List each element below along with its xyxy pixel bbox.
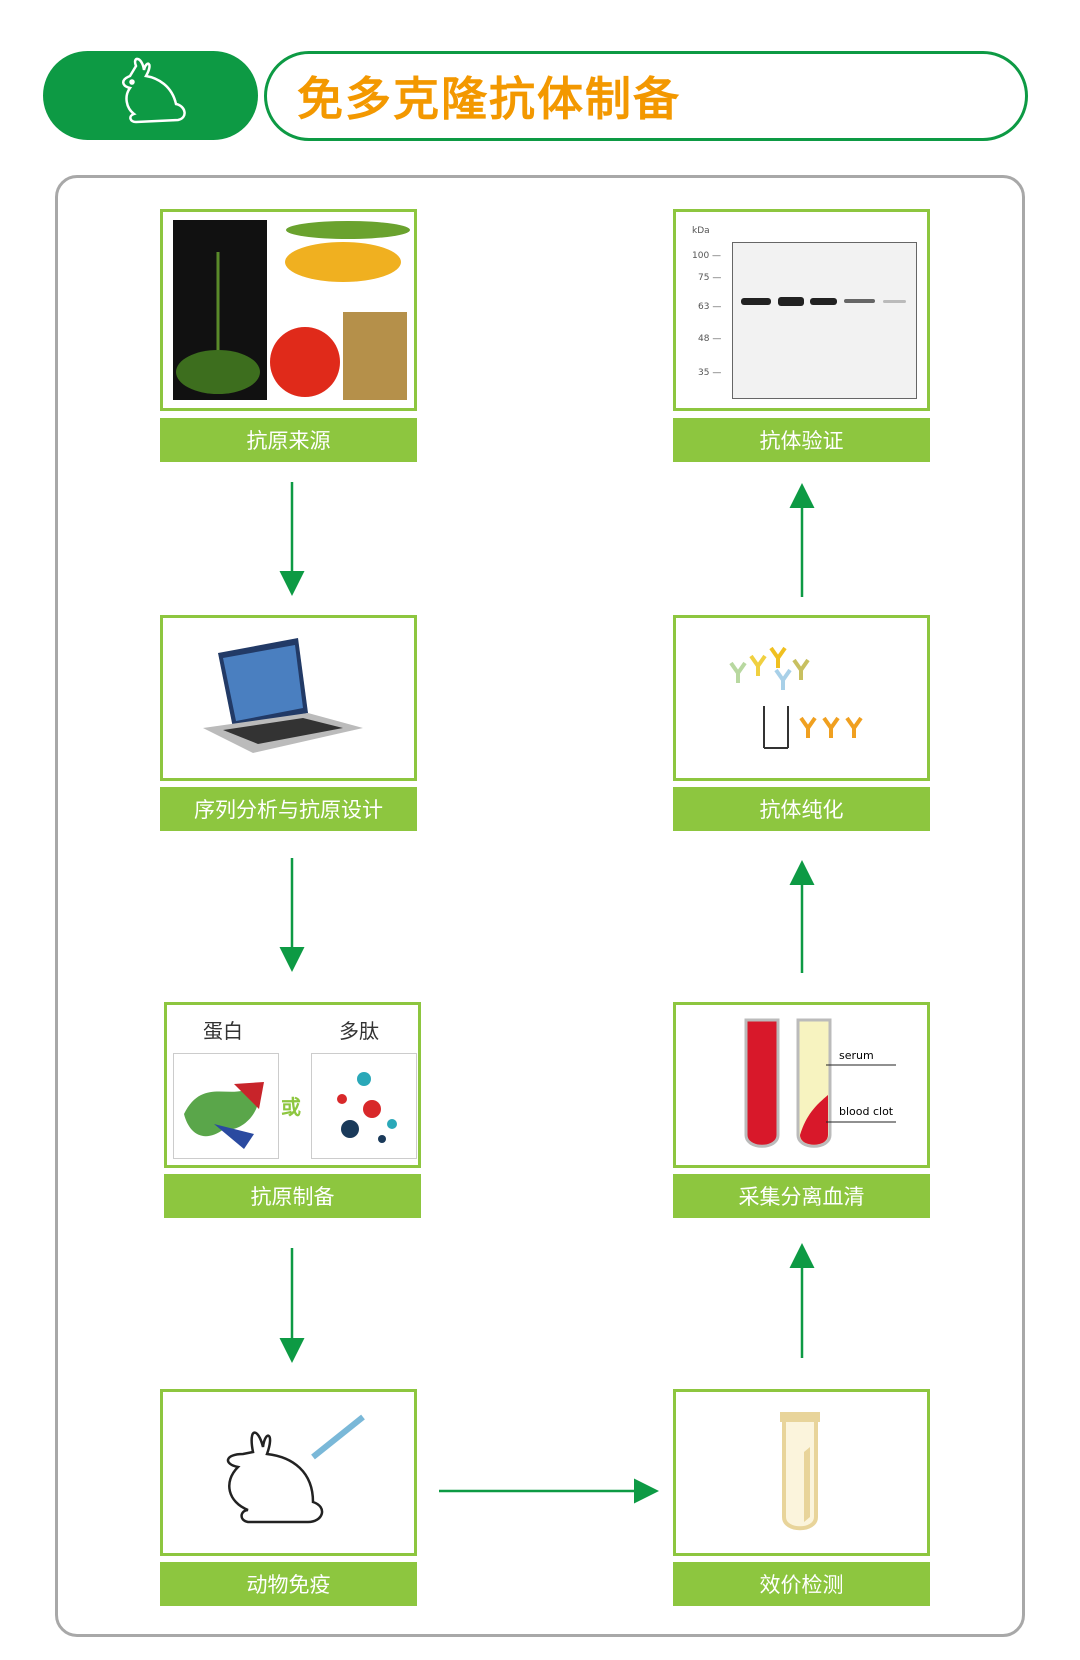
header-icon-pill — [43, 51, 258, 140]
rabbit-icon — [121, 57, 186, 123]
peptide-label: 多肽 — [339, 1019, 379, 1043]
blot-membrane — [732, 242, 917, 399]
marker-63: 63 — — [698, 302, 722, 312]
page-title: 免多克隆抗体制备 — [297, 72, 681, 126]
laptop-icon — [203, 638, 363, 753]
serum-separation-image: serum blood clot — [673, 1002, 930, 1168]
antibody-icon — [729, 646, 863, 749]
serum-label: serum — [839, 1049, 874, 1062]
sequence-analysis-image — [160, 615, 417, 781]
antigen-source-image — [160, 209, 417, 411]
peptide-molecule-image — [311, 1053, 417, 1159]
step-label-titer-test: 效价检测 — [673, 1562, 930, 1606]
marker-100: 100 — — [692, 251, 722, 261]
step-label-antigen-source: 抗原来源 — [160, 418, 417, 462]
step-label-sequence-design: 序列分析与抗原设计 — [160, 787, 417, 831]
titer-test-image — [673, 1389, 930, 1556]
marker-35: 35 — — [698, 368, 722, 378]
step-label-antibody-validation: 抗体验证 — [673, 418, 930, 462]
flow-frame — [55, 175, 1025, 1637]
title-banner: 免多克隆抗体制备 — [264, 51, 1028, 141]
or-label: 或 — [281, 1095, 301, 1119]
immunization-image — [160, 1389, 417, 1556]
blood-tubes-icon — [744, 1018, 896, 1148]
step-label-antigen-prep: 抗原制备 — [164, 1174, 421, 1218]
step-label-serum-separation: 采集分离血清 — [673, 1174, 930, 1218]
step-label-antibody-purification: 抗体纯化 — [673, 787, 930, 831]
protein-structure-image — [173, 1053, 279, 1159]
rabbit-syringe-icon — [226, 1414, 365, 1524]
test-tube-icon — [780, 1412, 820, 1531]
blood-clot-label: blood clot — [839, 1105, 894, 1118]
western-blot-image: kDa 100 — 75 — 63 — 48 — 35 — — [673, 209, 930, 411]
marker-48: 48 — — [698, 334, 722, 344]
kda-label: kDa — [692, 226, 710, 236]
antigen-prep-image: 蛋白 多肽 或 — [164, 1002, 421, 1168]
marker-75: 75 — — [698, 273, 722, 283]
step-label-immunization: 动物免疫 — [160, 1562, 417, 1606]
protein-label: 蛋白 — [203, 1019, 243, 1043]
antibody-purification-image — [673, 615, 930, 781]
